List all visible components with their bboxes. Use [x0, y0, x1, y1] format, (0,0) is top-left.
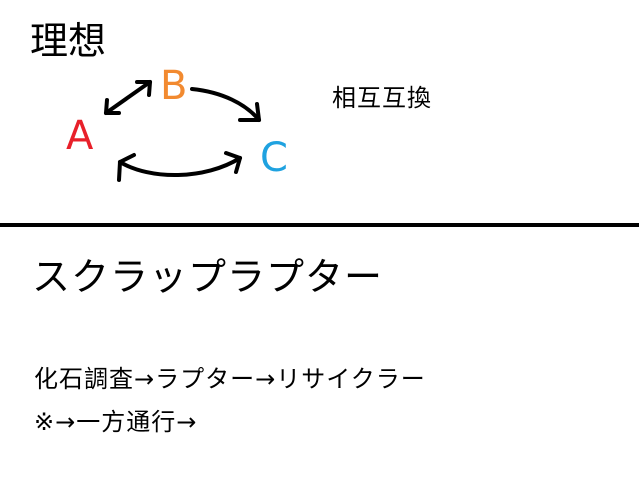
flow-line-1: 化石調査→ラプター→リサイクラー — [34, 365, 426, 393]
node-a: A — [66, 113, 94, 159]
arrow-b-c — [190, 87, 261, 122]
section-divider — [0, 223, 639, 227]
side-note-mutual-compatibility: 相互互換 — [332, 84, 432, 112]
node-c: C — [260, 135, 288, 181]
arrow-a-b — [104, 80, 152, 115]
diagram-title: 理想 — [30, 19, 107, 63]
arrow-a-c — [117, 151, 242, 182]
flow-line-2: ※→一方通行→ — [34, 408, 198, 436]
node-b: B — [160, 63, 188, 109]
section-title: スクラップラプター — [32, 255, 384, 299]
